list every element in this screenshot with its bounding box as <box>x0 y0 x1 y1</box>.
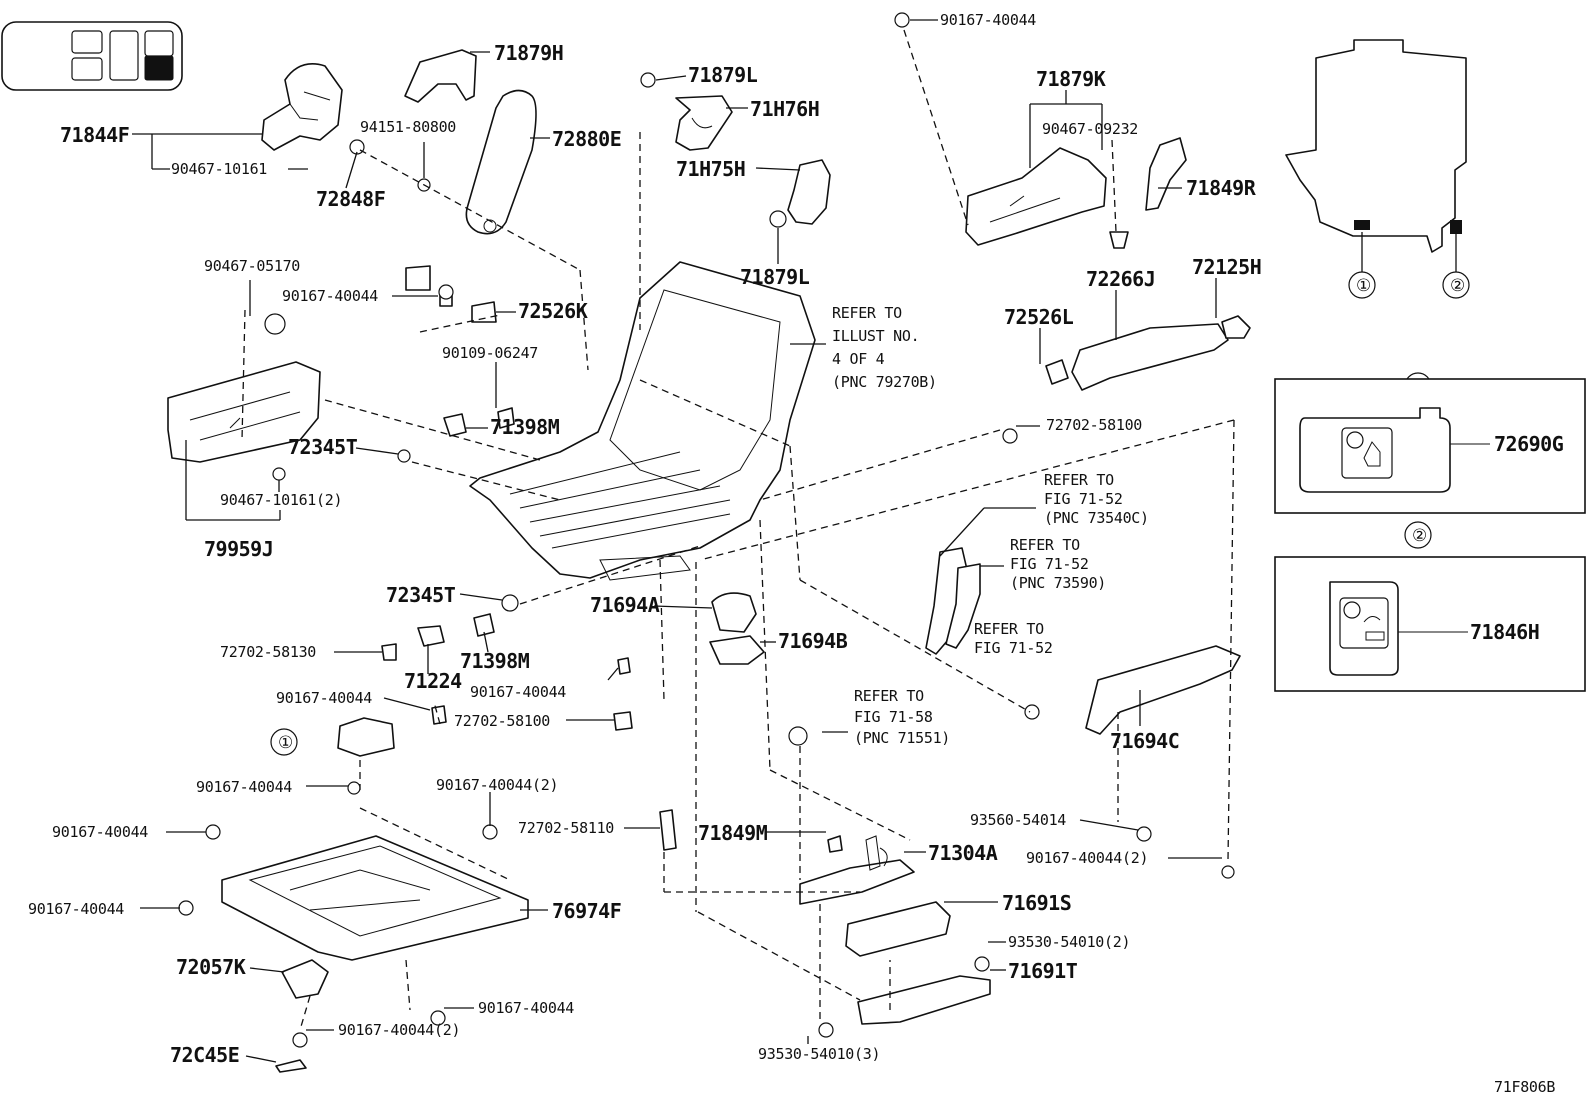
part-label-71844F: 71844F <box>60 123 129 147</box>
part-label-71224: 71224 <box>404 669 462 693</box>
note-refer-71551: REFER TO FIG 71-58 (PNC 71551) <box>854 687 950 747</box>
svg-text:4 OF 4: 4 OF 4 <box>832 350 885 368</box>
part-label-90167-40044-c: 90167-40044 <box>470 683 566 701</box>
svg-text:REFER TO: REFER TO <box>832 304 902 322</box>
part-label-71846H: 71846H <box>1470 620 1539 644</box>
part-label-93560-54014: 93560-54014 <box>970 811 1066 829</box>
diagram-code: 71F806B <box>1494 1078 1555 1096</box>
part-label-90167-40044-2-b: 90167-40044(2) <box>338 1021 460 1039</box>
part-label-72057K: 72057K <box>176 955 246 979</box>
part-label-90167-40044-g: 90167-40044 <box>478 999 574 1017</box>
svg-text:(PNC 73540C): (PNC 73540C) <box>1044 509 1149 527</box>
svg-text:REFER TO: REFER TO <box>854 687 924 705</box>
part-label-72702-58130: 72702-58130 <box>220 643 316 661</box>
part-label-71H76H: 71H76H <box>750 97 819 121</box>
part-label-72848F: 72848F <box>316 187 385 211</box>
svg-text:FIG 71-52: FIG 71-52 <box>1044 490 1123 508</box>
part-label-72345T-top: 72345T <box>288 435 358 459</box>
part-label-90467-10161-2: 90467-10161(2) <box>220 491 342 509</box>
part-label-71304A: 71304A <box>928 841 998 865</box>
part-label-90167-40044-d: 90167-40044 <box>196 778 292 796</box>
svg-text:FIG 71-52: FIG 71-52 <box>974 639 1053 657</box>
svg-text:FIG 71-58: FIG 71-58 <box>854 708 933 726</box>
bracket-callout-1: ① <box>278 733 293 753</box>
note-refer-71-52: REFER TO FIG 71-52 <box>974 620 1053 657</box>
part-label-72702-58100-left: 72702-58100 <box>454 712 550 730</box>
part-label-71879L-bottom: 71879L <box>740 265 810 289</box>
part-label-76974F: 76974F <box>552 899 621 923</box>
part-label-90467-10161: 90467-10161 <box>171 160 267 178</box>
part-label-71849M: 71849M <box>698 821 768 845</box>
part-label-72C45E: 72C45E <box>170 1043 239 1067</box>
part-label-72125H: 72125H <box>1192 255 1261 279</box>
part-label-71849R: 71849R <box>1186 176 1257 200</box>
part-label-90467-09232: 90467-09232 <box>1042 120 1138 138</box>
part-label-72690G: 72690G <box>1494 432 1564 456</box>
part-label-90167-40044-e: 90167-40044 <box>52 823 148 841</box>
svg-text:(PNC 73590): (PNC 73590) <box>1010 574 1106 592</box>
svg-text:ILLUST NO.: ILLUST NO. <box>832 327 919 345</box>
part-label-71879K: 71879K <box>1036 67 1106 91</box>
part-label-90167-40044-2-c: 90167-40044(2) <box>1026 849 1148 867</box>
part-label-72266J: 72266J <box>1086 267 1155 291</box>
part-label-71694C: 71694C <box>1110 729 1179 753</box>
part-label-90167-40044-f: 90167-40044 <box>28 900 124 918</box>
svg-text:REFER TO: REFER TO <box>1010 536 1080 554</box>
part-label-71398M-top: 71398M <box>490 415 560 439</box>
part-label-71879H: 71879H <box>494 41 563 65</box>
callout-2-label: ② <box>1450 276 1465 296</box>
part-label-71694B: 71694B <box>778 629 848 653</box>
part-label-71694A: 71694A <box>590 593 660 617</box>
part-label-93530-54010-2: 93530-54010(2) <box>1008 933 1130 951</box>
part-label-94151-80800: 94151-80800 <box>360 118 456 136</box>
part-label-72345T-bottom: 72345T <box>386 583 456 607</box>
detail-box-2: ② 71846H <box>1274 521 1586 692</box>
callout-1-label: ① <box>1356 276 1371 296</box>
part-label-90167-40044-b: 90167-40044 <box>276 689 372 707</box>
svg-text:REFER TO: REFER TO <box>974 620 1044 638</box>
svg-text:(PNC 79270B): (PNC 79270B) <box>832 373 937 391</box>
part-label-93530-54010-3: 93530-54010(3) <box>758 1045 880 1063</box>
part-label-71691T: 71691T <box>1008 959 1078 983</box>
part-label-72526L: 72526L <box>1004 305 1074 329</box>
part-label-72880E: 72880E <box>552 127 621 151</box>
seat-side-view: ① ② <box>1285 39 1470 299</box>
part-label-90167-40044-top: 90167-40044 <box>940 11 1036 29</box>
part-label-71H75H: 71H75H <box>676 157 745 181</box>
seat-location-thumbnail <box>1 21 183 91</box>
part-label-71691S: 71691S <box>1002 891 1071 915</box>
note-refer-73540C: REFER TO FIG 71-52 (PNC 73540C) <box>1044 471 1149 527</box>
refer-notes: REFER TO ILLUST NO. 4 OF 4 (PNC 79270B) … <box>832 304 1149 747</box>
note-refer-73590: REFER TO FIG 71-52 (PNC 73590) <box>1010 536 1106 592</box>
part-label-90167-40044-2-a: 90167-40044(2) <box>436 776 558 794</box>
detail-box-2-number: ② <box>1412 526 1427 546</box>
part-label-71879L-top: 71879L <box>688 63 758 87</box>
svg-text:REFER TO: REFER TO <box>1044 471 1114 489</box>
part-label-79959J: 79959J <box>204 537 273 561</box>
part-label-72702-58100-right: 72702-58100 <box>1046 416 1142 434</box>
part-label-71398M-bottom: 71398M <box>460 649 530 673</box>
part-label-72526K: 72526K <box>518 299 588 323</box>
leader-lines <box>132 19 1222 1063</box>
part-label-90167-40044-a: 90167-40044 <box>282 287 378 305</box>
part-label-90109-06247: 90109-06247 <box>442 344 538 362</box>
part-labels: 71844F 90467-10161 71879H 94151-80800 72… <box>28 11 1262 1067</box>
note-refer-illust: REFER TO ILLUST NO. 4 OF 4 (PNC 79270B) <box>832 304 937 391</box>
svg-text:(PNC 71551): (PNC 71551) <box>854 729 950 747</box>
svg-text:FIG 71-52: FIG 71-52 <box>1010 555 1089 573</box>
detail-box-1: ① 72690G <box>1274 372 1586 514</box>
assembly-dashed-lines <box>241 29 1235 1031</box>
part-label-72702-58110: 72702-58110 <box>518 819 614 837</box>
part-label-90467-05170: 90467-05170 <box>204 257 300 275</box>
